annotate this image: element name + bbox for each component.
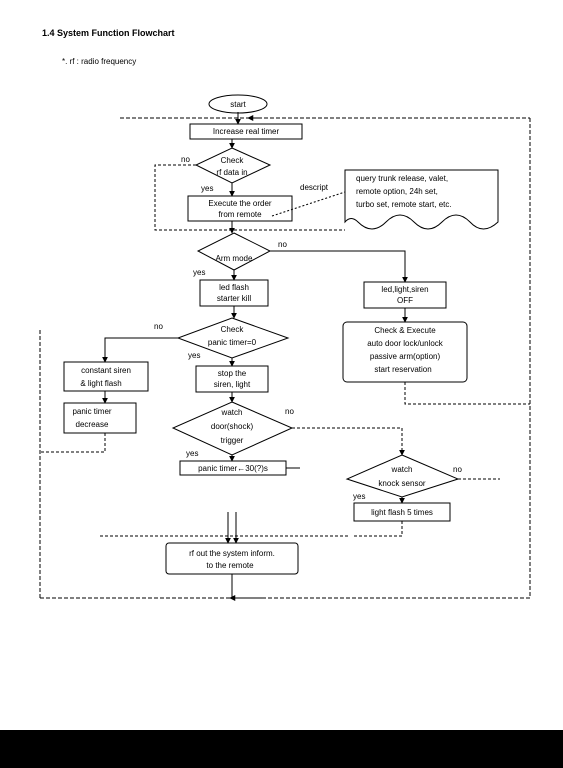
check-panic-text-1: Check: [221, 325, 245, 334]
watch-door-text-1: watch: [221, 408, 243, 417]
increase-timer-text: Increase real timer: [213, 127, 280, 136]
start-text: start: [230, 100, 246, 109]
node-check-panic: [176, 317, 290, 359]
watch-knock-text-2: knock sensor: [378, 479, 425, 488]
node-led-light-off: [363, 281, 447, 309]
label-no-door: no: [285, 407, 294, 416]
scan-bottom-edge: [0, 730, 563, 768]
flow-flash5-exit: [352, 521, 403, 537]
node-check-rf: [194, 147, 272, 184]
label-yes-panic: yes: [188, 351, 200, 360]
label-no-knock: no: [453, 465, 462, 474]
panic-decrease-text-1: panic timer: [72, 407, 111, 416]
node-stop-siren: [195, 365, 269, 393]
flow-panic-no: [102, 337, 178, 363]
descript-label: descript: [300, 183, 329, 192]
page-heading: 1.4 System Function Flowchart: [42, 28, 175, 38]
flow-descript-link: [271, 191, 346, 217]
node-arm-mode: [196, 232, 272, 271]
rf-out-text-1: rf out the system inform.: [189, 549, 275, 558]
node-watch-door: [171, 401, 294, 456]
description-line-3: turbo set, remote start, etc.: [356, 200, 452, 209]
arm-mode-text: Arm mode: [216, 254, 253, 263]
label-no-rf: no: [181, 155, 190, 164]
description-line-2: remote option, 24h set,: [356, 187, 438, 196]
constant-siren-text-1: constant siren: [81, 366, 131, 375]
check-panic-text-2: panic timer=0: [208, 338, 257, 347]
flow-decrease-exit: [40, 433, 106, 453]
label-yes-arm: yes: [193, 268, 205, 277]
label-yes-knock: yes: [353, 492, 365, 501]
label-no-arm: no: [278, 240, 287, 249]
led-off-text-1: led,light,siren: [381, 285, 428, 294]
node-panic-set: [179, 460, 287, 476]
check-execute-text-4: start reservation: [374, 365, 431, 374]
node-increase-timer: [189, 123, 303, 140]
node-light-flash-5: [353, 502, 451, 522]
watch-knock-text-1: watch: [391, 465, 413, 474]
flow-check-exit: [404, 382, 530, 405]
node-execute-order: [187, 195, 293, 222]
node-constant-siren: [63, 361, 149, 392]
led-flash-text-1: led flash: [219, 283, 249, 292]
label-yes-rf: yes: [201, 184, 213, 193]
check-execute-text-1: Check & Execute: [374, 326, 436, 335]
node-start: [208, 94, 268, 114]
led-flash-text-2: starter kill: [217, 294, 251, 303]
constant-siren-text-2: & light flash: [80, 379, 121, 388]
label-no-panic: no: [154, 322, 163, 331]
execute-order-text-2: from remote: [218, 210, 262, 219]
rf-footnote: *. rf : radio frequency: [62, 57, 137, 66]
node-panic-decrease: [63, 402, 137, 434]
node-rf-out: [165, 542, 299, 575]
watch-door-text-3: trigger: [221, 436, 244, 445]
stop-siren-text-2: siren, light: [214, 380, 251, 389]
flow-door-no: [292, 427, 405, 456]
check-execute-text-2: auto door lock/unlock: [367, 339, 444, 348]
flow-arm-no: [270, 250, 408, 283]
check-rf-text-1: Check: [221, 156, 245, 165]
light-flash-5-text: light flash 5 times: [371, 508, 433, 517]
flow-rf-no: [154, 164, 345, 231]
stop-siren-text-1: stop the: [218, 369, 247, 378]
panic-set-text: panic timer←30(?)s: [198, 464, 268, 473]
execute-order-text-1: Execute the order: [208, 199, 271, 208]
label-yes-door: yes: [186, 449, 198, 458]
node-led-flash: [199, 279, 269, 307]
check-execute-text-3: passive arm(option): [370, 352, 441, 361]
led-off-text-2: OFF: [397, 296, 413, 305]
node-description: [344, 169, 499, 230]
watch-door-text-2: door(shock): [211, 422, 254, 431]
node-check-execute: [342, 321, 468, 383]
rf-out-text-2: to the remote: [206, 561, 254, 570]
check-rf-text-2: rf data in: [216, 168, 247, 177]
panic-decrease-text-2: decrease: [76, 420, 109, 429]
description-line-1: query trunk release, valet,: [356, 174, 448, 183]
node-watch-knock: [345, 454, 460, 498]
